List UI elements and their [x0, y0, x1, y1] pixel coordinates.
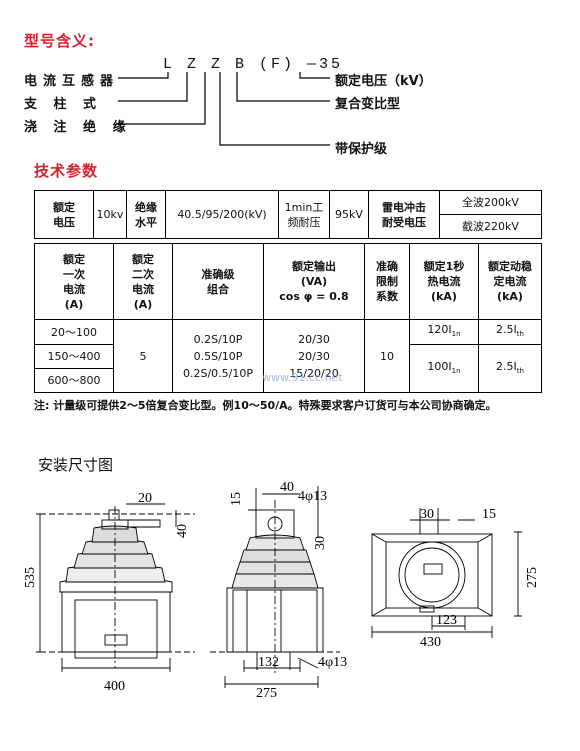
header-primary-current: 额定 一次 电流 (A) — [34, 243, 114, 320]
dim-40-front: 40 — [175, 524, 190, 538]
model-leader-lines — [118, 72, 330, 146]
params-top-table: 额定 电压 10kv 绝缘 水平 40.5/95/200(kV) 1min工 频… — [34, 190, 542, 239]
impulse-full-wave: 全波200kV — [439, 190, 542, 215]
dim-15-top: 15 — [482, 507, 496, 522]
thermal-1: 120I1n — [409, 319, 479, 345]
watermark: www.91.cc.net — [262, 371, 343, 384]
dim-430: 430 — [420, 635, 441, 650]
label-rated-voltage: 额定电压（kV） — [335, 74, 432, 89]
dim-132: 132 — [258, 655, 279, 670]
impulse-label: 雷电冲击 耐受电压 — [368, 190, 440, 239]
tech-heading: 技术参数 — [34, 162, 99, 180]
header-secondary-current: 额定 二次 电流 (A) — [113, 243, 173, 320]
dim-40-side: 40 — [280, 480, 294, 495]
primary-current-2: 150～400 — [34, 344, 114, 369]
dim-275-side: 275 — [256, 686, 277, 701]
label-pillar-type: 支 柱 式 — [24, 97, 103, 112]
dim-400: 400 — [104, 679, 125, 694]
front-view — [40, 506, 195, 668]
hole-top: 4φ13 — [298, 489, 327, 504]
thermal-2: 100I1n — [409, 344, 479, 393]
dynamic-1: 2.5Ith — [478, 319, 542, 345]
header-dynamic: 额定动稳 定电流 (kA) — [478, 243, 542, 320]
dynamic-2: 2.5Ith — [478, 344, 542, 393]
model-code: L Z Z B (F) —35 — [163, 56, 344, 73]
side-view — [210, 500, 340, 675]
power-freq-label: 1min工 频耐压 — [278, 190, 330, 239]
dim-535: 535 — [23, 567, 38, 588]
header-thermal: 额定1秒 热电流 (kA) — [409, 243, 479, 320]
alf-value: 10 — [364, 319, 410, 393]
model-heading: 型号含义: — [24, 32, 95, 50]
drawing-title: 安装尺寸图 — [38, 458, 114, 474]
dim-30-top: 30 — [420, 507, 434, 522]
header-output: 额定输出 (VA) cos φ = 0.8 — [263, 243, 365, 320]
primary-current-3: 600～800 — [34, 368, 114, 393]
rated-voltage-label: 额定 电压 — [34, 190, 94, 239]
top-view — [371, 508, 493, 617]
primary-current-1: 20～100 — [34, 319, 114, 345]
dim-15-side: 15 — [229, 492, 244, 506]
label-protection-class: 带保护级 — [335, 142, 388, 157]
dim-123: 123 — [436, 613, 457, 628]
dim-275-top: 275 — [525, 567, 540, 588]
header-accuracy: 准确级 组合 — [172, 243, 264, 320]
power-freq-value: 95kV — [329, 190, 369, 239]
hole-bottom: 4φ13 — [318, 655, 347, 670]
secondary-current: 5 — [113, 319, 173, 393]
params-main-table: 额定 一次 电流 (A) 额定 二次 电流 (A) 准确级 组合 额定输出 (V… — [34, 243, 542, 393]
label-composite-ratio: 复合变比型 — [335, 97, 401, 112]
header-alf: 准确 限制 系数 — [364, 243, 410, 320]
label-cast-insulation: 浇 注 绝 缘 — [24, 120, 132, 135]
insulation-label: 绝缘 水平 — [126, 190, 166, 239]
impulse-chopped-wave: 截波220kV — [439, 214, 542, 239]
note-text: 注: 计量级可提供2～5倍复合变比型。例10～50/A。特殊要求客户订货可与本公… — [34, 399, 497, 412]
label-current-transformer: 电流互感器 — [24, 74, 120, 89]
installation-drawing: 20 40 535 400 15 40 4φ13 30 132 4φ13 275… — [23, 480, 540, 701]
rated-voltage-value: 10kv — [93, 190, 127, 239]
insulation-value: 40.5/95/200(kV) — [165, 190, 279, 239]
dim-20: 20 — [138, 491, 152, 506]
dim-30-side: 30 — [313, 536, 328, 550]
